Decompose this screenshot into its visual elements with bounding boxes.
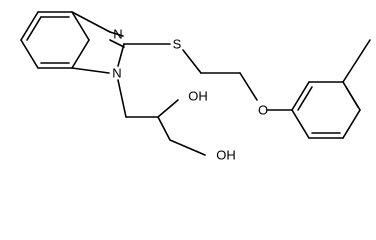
toluene-ring xyxy=(291,39,371,139)
atom-label-n-ring: N xyxy=(112,66,121,81)
atom-label-oxygen-ether: O xyxy=(258,103,268,118)
atom-label-sulfur: S xyxy=(173,37,182,52)
benzo-ring xyxy=(20,11,90,69)
atom-label-hydroxyl-upper: OH xyxy=(188,89,208,104)
imidazole-ring xyxy=(71,11,125,74)
atom-label-n-imine: N xyxy=(113,27,122,42)
propanediol-chain xyxy=(117,79,206,156)
atom-label-hydroxyl-lower: OH xyxy=(216,148,236,163)
thioether-chain xyxy=(123,43,293,111)
chemical-structure: N N S O OH OH xyxy=(20,11,371,163)
